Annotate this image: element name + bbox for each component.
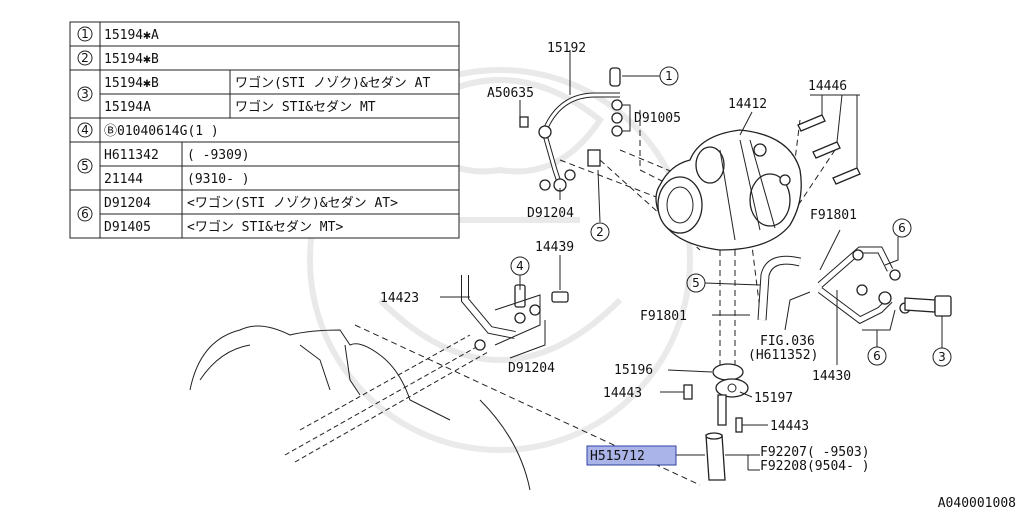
table-cell: ( -9309): [187, 148, 250, 163]
oil-pipe-15192: [519, 67, 623, 192]
label-d91204-upper: D91204: [527, 206, 574, 221]
label-14446: 14446: [808, 79, 847, 94]
label-fig036: FIG.036: [760, 334, 815, 349]
label-f92208: F92208(9504- ): [760, 459, 870, 474]
label-a50635: A50635: [487, 86, 534, 101]
parts-table: 1 2 3 4 5 6 15194✱A 15194✱B 15194✱B ワゴン(…: [69, 21, 460, 239]
pipe-14423: [461, 275, 569, 351]
label-14412: 14412: [728, 97, 767, 112]
callout-4: 4: [516, 259, 524, 273]
hose-assembly: [757, 246, 952, 325]
label-d91204-lower: D91204: [508, 361, 555, 376]
table-cell: 21144: [104, 172, 143, 187]
table-circle-5: 5: [81, 159, 89, 173]
table-cell: ワゴン(STI ノゾク)&セダン AT: [235, 75, 430, 91]
table-cell: (9310- ): [187, 172, 250, 187]
label-14439: 14439: [535, 240, 574, 255]
callout-3: 3: [938, 350, 946, 364]
table-cell: 15194✱A: [104, 28, 159, 43]
label-f92207: F92207( -9503): [760, 445, 870, 460]
studs-14446: [797, 94, 861, 185]
label-f91801-lower: F91801: [640, 309, 687, 324]
label-fig036-sub: (H611352): [748, 348, 818, 363]
drain-assembly: [683, 363, 749, 481]
label-15192: 15192: [547, 41, 586, 56]
table-cell: H611342: [104, 148, 159, 163]
leader-lines: [440, 50, 841, 471]
turbocharger: [655, 129, 802, 251]
callout-6a: 6: [898, 221, 906, 235]
table-cell: <ワゴン STI&セダン MT>: [187, 219, 343, 235]
label-h515712[interactable]: H515712: [590, 449, 645, 464]
table-cell: 15194A: [104, 100, 151, 115]
table-cell: <ワゴン(STI ノゾク)&セダン AT>: [187, 195, 398, 211]
engine-outline: [189, 325, 531, 491]
callout-5: 5: [692, 276, 700, 290]
label-14443-left: 14443: [603, 386, 642, 401]
part-labels: 15192 A50635 D91005 14412 14446 D91204 1…: [380, 41, 1016, 511]
label-d91005: D91005: [634, 111, 681, 126]
table-cell: 15194✱B: [104, 52, 159, 67]
table-circle-6: 6: [81, 207, 89, 221]
label-14443-right: 14443: [770, 419, 809, 434]
callout-1: 1: [665, 69, 673, 83]
label-f91801-upper: F91801: [810, 208, 857, 223]
table-circle-4: 4: [81, 123, 89, 137]
label-15196: 15196: [614, 363, 653, 378]
table-circle-1: 1: [81, 27, 89, 41]
figure-code: A040001008: [938, 496, 1016, 511]
label-14423: 14423: [380, 291, 419, 306]
table-cell: Ⓑ01040614G(1 ): [104, 124, 219, 139]
callouts: 1 2 3 4 5 6 6: [510, 66, 952, 367]
table-circle-2: 2: [81, 51, 89, 65]
table-cell: D91405: [104, 220, 151, 235]
table-cell: ワゴン STI&セダン MT: [235, 99, 376, 115]
table-cell: 15194✱B: [104, 76, 159, 91]
highlight-box: [586, 445, 677, 466]
table-circle-3: 3: [81, 87, 89, 101]
callout-2: 2: [596, 225, 604, 239]
table-cell: D91204: [104, 196, 151, 211]
callout-6b: 6: [873, 349, 881, 363]
label-14430: 14430: [812, 369, 851, 384]
label-15197: 15197: [754, 391, 793, 406]
